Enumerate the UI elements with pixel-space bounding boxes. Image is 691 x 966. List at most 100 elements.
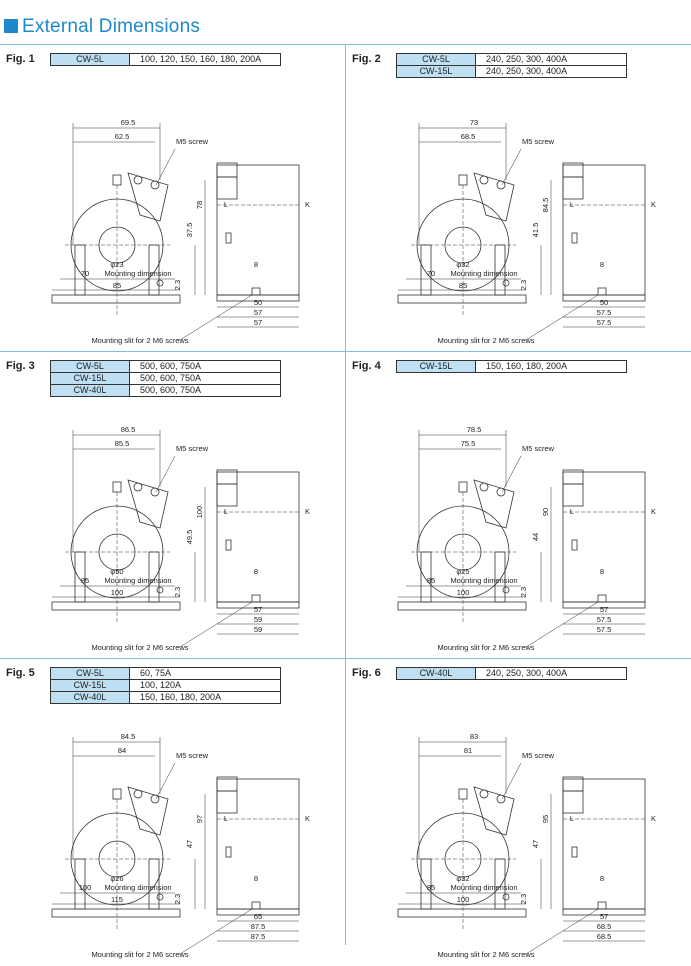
screw-head-icon xyxy=(150,180,160,190)
rating-cell: 240, 250, 300, 400A xyxy=(475,667,627,680)
leader-m5 xyxy=(155,148,176,186)
figure-label: Fig. 4 xyxy=(352,360,381,372)
dim-slit-width: 8 xyxy=(254,567,258,576)
figure-label: Fig. 1 xyxy=(6,53,35,65)
screw-head-icon xyxy=(133,482,143,492)
dim-mount-value: 70 xyxy=(81,269,89,278)
dim-center-height: 49.5 xyxy=(185,530,194,545)
dim-side-top: 65 xyxy=(254,912,262,921)
label-l: L xyxy=(570,507,574,516)
side-body xyxy=(562,471,646,603)
dim-side-mid: 57.5 xyxy=(597,308,612,317)
rating-cell: 100, 120A xyxy=(129,679,281,692)
dim-height: 90 xyxy=(541,508,550,516)
dim-mount-label: Mounting dimension xyxy=(450,576,517,585)
dim-side-mid: 57 xyxy=(254,308,262,317)
dim-mount-label: Mounting dimension xyxy=(104,883,171,892)
mounting-base xyxy=(397,601,527,611)
side-terminal-box xyxy=(216,790,238,814)
label-k: K xyxy=(651,200,656,209)
dim-side-bot: 68.5 xyxy=(597,932,612,941)
terminal-mark xyxy=(458,481,468,493)
side-body xyxy=(216,778,300,910)
terminal-mark xyxy=(112,174,122,186)
screw-head-icon xyxy=(496,794,506,804)
dim-side-mid: 59 xyxy=(254,615,262,624)
dim-mount-label: Mounting dimension xyxy=(104,269,171,278)
row-divider-1 xyxy=(0,351,691,352)
dim-base-thickness: 2.3 xyxy=(173,587,182,597)
mount-hole-icon xyxy=(502,586,510,594)
model-cell: CW-15L xyxy=(50,679,130,692)
dim-side-mid: 87.5 xyxy=(251,922,266,931)
dim-side-mid: 68.5 xyxy=(597,922,612,931)
title-square-icon xyxy=(4,19,18,33)
label-k: K xyxy=(305,814,310,823)
m5-screw-label: M5 screw xyxy=(176,444,209,453)
leader-m5 xyxy=(501,148,522,186)
rating-cell: 100, 120, 150, 160, 180, 200A xyxy=(129,53,281,66)
column-divider xyxy=(345,44,346,945)
slit-mark xyxy=(597,594,607,603)
dim-width-top: 86.5 xyxy=(121,425,136,434)
label-k: K xyxy=(651,814,656,823)
slit-mark xyxy=(251,287,261,296)
dim-side-top: 57 xyxy=(600,605,608,614)
slit-note: Mounting slit for 2 M6 screws xyxy=(437,950,534,959)
leader-slit xyxy=(525,908,599,955)
dim-height: 97 xyxy=(195,815,204,823)
dim-base: 85 xyxy=(459,281,467,290)
mounting-base xyxy=(397,294,527,304)
dim-base-thickness: 2.3 xyxy=(173,280,182,290)
dim-width-top: 73 xyxy=(470,118,478,127)
dim-base: 100 xyxy=(457,588,470,597)
rating-cell: 240, 250, 300, 400A xyxy=(475,65,627,78)
polarity-mark-icon xyxy=(225,232,232,244)
dim-side-mid: 57.5 xyxy=(597,615,612,624)
leader-slit xyxy=(525,601,599,648)
dim-center-height: 47 xyxy=(531,840,540,848)
label-k: K xyxy=(651,507,656,516)
dim-center-height: 47 xyxy=(185,840,194,848)
slit-mark xyxy=(597,901,607,910)
dim-side-top: 57 xyxy=(600,912,608,921)
side-terminal-box xyxy=(216,483,238,507)
dim-slit-width: 8 xyxy=(600,260,604,269)
dim-center-height: 44 xyxy=(531,533,540,541)
terminal-mark xyxy=(112,481,122,493)
slit-note: Mounting slit for 2 M6 screws xyxy=(91,336,188,345)
slit-note: Mounting slit for 2 M6 screws xyxy=(91,950,188,959)
side-body xyxy=(216,471,300,603)
mounting-base xyxy=(51,908,181,918)
dim-base-thickness: 2.3 xyxy=(519,280,528,290)
dim-hole-diameter: φ23 xyxy=(110,260,123,269)
m5-screw-label: M5 screw xyxy=(522,751,555,760)
dim-height: 95 xyxy=(541,815,550,823)
dim-width-second: 81 xyxy=(464,746,472,755)
dim-side-top: 57 xyxy=(254,605,262,614)
side-terminal-box xyxy=(562,790,584,814)
screw-head-icon xyxy=(479,175,489,185)
dim-mount-value: 100 xyxy=(79,883,92,892)
dim-side-bot: 57.5 xyxy=(597,318,612,327)
rating-cell: 150, 160, 180, 200A xyxy=(129,691,281,704)
dim-center-height: 37.5 xyxy=(185,223,194,238)
dim-width-top: 69.5 xyxy=(121,118,136,127)
dim-slit-width: 8 xyxy=(600,567,604,576)
dim-width-second: 84 xyxy=(118,746,126,755)
label-l: L xyxy=(570,814,574,823)
